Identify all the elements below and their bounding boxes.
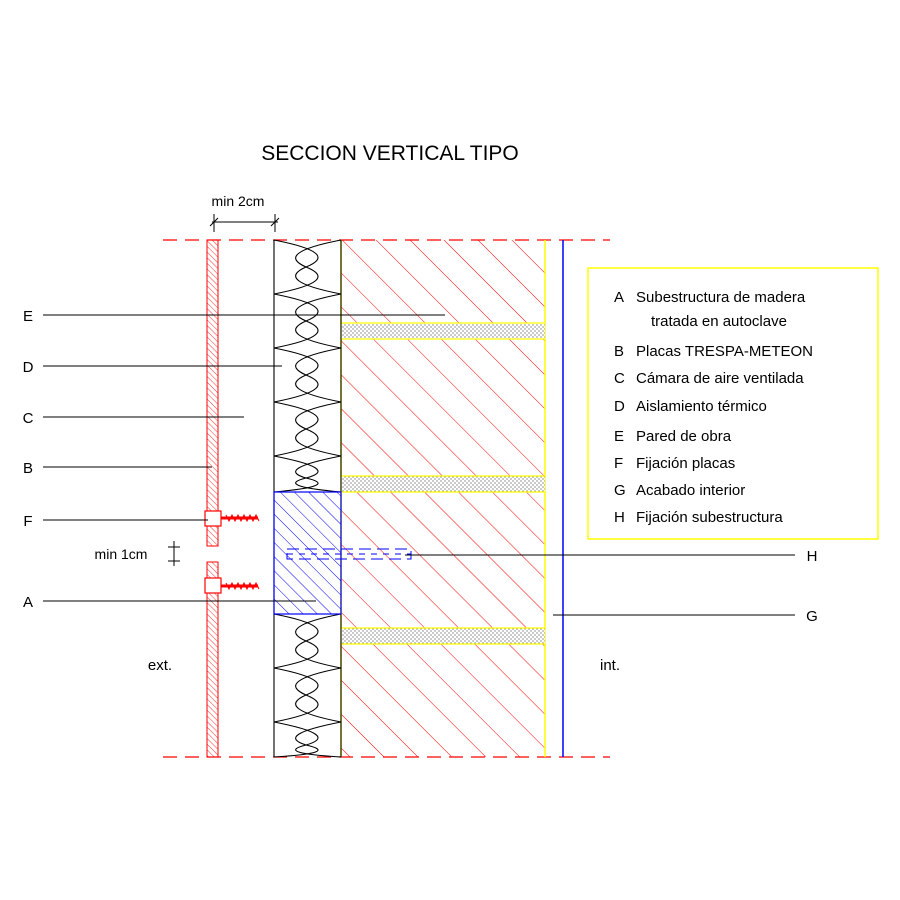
legend-text-a-cont: tratada en autoclave <box>651 313 787 330</box>
callout-d: D <box>23 359 34 376</box>
legend-letter-g: G <box>614 482 626 499</box>
interior-label: int. <box>600 657 620 674</box>
legend-text-e: Pared de obra <box>636 428 732 445</box>
legend-text-g: Acabado interior <box>636 482 745 499</box>
callout-g: G <box>806 608 818 625</box>
panel-gap-label: min 1cm <box>95 546 148 562</box>
legend-letter-b: B <box>614 343 624 360</box>
legend-text-c: Cámara de aire ventilada <box>636 370 804 387</box>
panel-fixing-screws <box>204 510 260 594</box>
legend-letter-c: C <box>614 370 625 387</box>
legend-letter-a: A <box>614 289 624 306</box>
cavity-width-label: min 2cm <box>212 193 265 209</box>
legend-text-h: Fijación subestructura <box>636 509 783 526</box>
substructure-fixing <box>286 548 412 560</box>
legend: A Subestructura de madera tratada en aut… <box>587 267 879 540</box>
callout-leaders-right <box>405 554 795 616</box>
legend-letter-e: E <box>614 428 624 445</box>
legend-letter-d: D <box>614 398 625 415</box>
callout-f: F <box>23 513 32 530</box>
legend-text-d: Aislamiento térmico <box>636 398 767 415</box>
masonry-wall <box>340 240 546 757</box>
wood-substructure <box>273 491 342 615</box>
callout-h: H <box>807 548 818 565</box>
drawing-title: SECCION VERTICAL TIPO <box>261 142 519 165</box>
panel-gap-dimension <box>168 541 180 566</box>
callout-leaders-left <box>43 314 445 602</box>
legend-letter-f: F <box>614 455 623 472</box>
legend-text-a: Subestructura de madera <box>636 289 806 306</box>
callout-e: E <box>23 308 33 325</box>
exterior-label: ext. <box>148 657 172 674</box>
callout-c: C <box>23 410 34 427</box>
callout-a: A <box>23 594 33 611</box>
legend-text-b: Placas TRESPA-METEON <box>636 343 813 360</box>
cavity-dimension <box>209 214 280 232</box>
legend-box <box>587 267 879 540</box>
legend-letter-h: H <box>614 509 625 526</box>
callout-b: B <box>23 460 33 477</box>
facade-panels <box>206 239 219 758</box>
mortar-joints <box>341 322 545 645</box>
legend-text-f: Fijación placas <box>636 455 735 472</box>
